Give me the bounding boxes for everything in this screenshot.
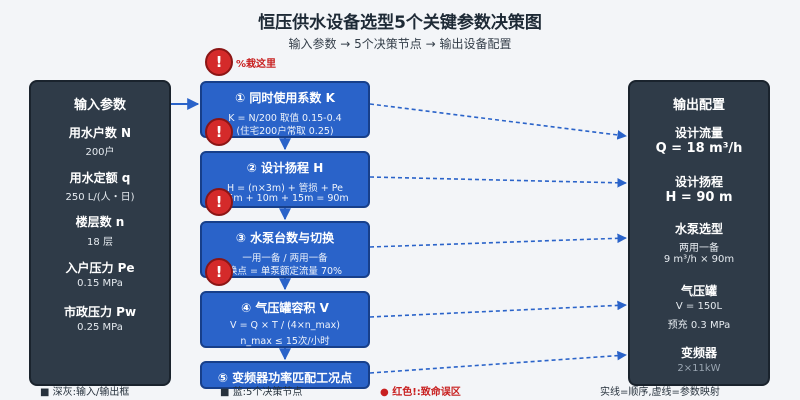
- mapping-arrow-1: [369, 103, 627, 140]
- legend-dark: ■ 深灰:输入/输出框: [40, 387, 130, 398]
- decision-node-5: ⑤ 变频器功率匹配工况点: [200, 361, 370, 389]
- output-label-vfd: 变频器: [680, 346, 717, 360]
- output-value-tank-1: V = 150L: [675, 301, 723, 312]
- input-value-municipal-pressure: 0.25 MPa: [77, 322, 123, 333]
- alert-icon: !: [205, 118, 233, 146]
- output-value-pump-2: 9 m³/h × 90m: [663, 254, 735, 265]
- input-panel: 输入参数 用水户数 N 200户 用水定额 q 250 L/(人・日) 楼层数 …: [29, 80, 171, 386]
- output-value-head: H = 90 m: [665, 190, 733, 205]
- output-value-tank-2: 预充 0.3 MPa: [667, 320, 731, 331]
- node-1-title: ① 同时使用系数 K: [235, 91, 335, 105]
- node-4-title: ④ 气压罐容积 V: [241, 301, 329, 315]
- node-2-title: ② 设计扬程 H: [246, 161, 324, 175]
- output-value-vfd: 2×11kW: [677, 363, 721, 374]
- decision-node-2: ② 设计扬程 H H = (n×3m) + 管损 + Pe 65m + 10m …: [200, 151, 370, 208]
- alert-icon: !: [205, 188, 233, 216]
- legend-blue: ■ 蓝:5个决策节点: [220, 387, 303, 398]
- input-value-floors: 18 层: [87, 237, 113, 248]
- node-3-line-2: 换点 = 单泵额定流量 70%: [227, 266, 343, 277]
- output-value-pump-1: 两用一备: [679, 243, 719, 254]
- input-label-municipal-pressure: 市政压力 Pw: [63, 305, 137, 319]
- input-value-households: 200户: [85, 147, 115, 158]
- decision-node-1: ① 同时使用系数 K K = N/200 取值 0.15-0.4 (住宅200户…: [200, 81, 370, 138]
- output-label-flow: 设计流量: [674, 126, 723, 140]
- node-3-title: ③ 水泵台数与切换: [235, 231, 335, 245]
- legend-lines: 实线=顺序,虚线=参数映射: [600, 387, 720, 398]
- mapping-arrow-3: [369, 233, 627, 248]
- mapping-arrow-4: [369, 300, 627, 318]
- mapping-arrow-2: [369, 176, 627, 188]
- legend-red: ● 红色!:致命误区: [380, 387, 461, 398]
- page-subtitle: 输入参数 → 5个决策节点 → 输出设备配置: [288, 37, 512, 51]
- node-5-title: ⑤ 变频器功率匹配工况点: [217, 371, 353, 385]
- output-label-head: 设计扬程: [674, 175, 723, 189]
- node-1-line-1: K = N/200 取值 0.15-0.4: [228, 113, 342, 124]
- node-1-line-2: (住宅200户常取 0.25): [236, 126, 334, 137]
- mapping-arrow-5: [369, 350, 627, 374]
- alert-note: %栽这里: [236, 59, 277, 70]
- node-4-line-2: n_max ≤ 15次/小时: [240, 336, 330, 347]
- decision-node-4: ④ 气压罐容积 V V = Q × T / (4×n_max) n_max ≤ …: [200, 291, 370, 348]
- input-label-quota: 用水定额 q: [69, 171, 131, 185]
- input-label-entry-pressure: 入户压力 Pe: [65, 261, 135, 275]
- node-4-line-1: V = Q × T / (4×n_max): [230, 320, 340, 331]
- output-panel: 输出配置 设计流量 Q = 18 m³/h 设计扬程 H = 90 m 水泵选型…: [628, 80, 770, 386]
- node-2-line-2: 65m + 10m + 15m = 90m: [221, 193, 349, 204]
- node-2-line-1: H = (n×3m) + 管损 + Pe: [226, 183, 344, 194]
- input-value-entry-pressure: 0.15 MPa: [77, 278, 123, 289]
- output-label-pump: 水泵选型: [674, 222, 723, 236]
- output-label-tank: 气压罐: [680, 284, 717, 298]
- node-3-line-1: 一用一备 / 两用一备: [242, 253, 328, 264]
- input-value-quota: 250 L/(人・日): [65, 192, 135, 203]
- input-label-households: 用水户数 N: [68, 126, 132, 140]
- alert-icon: !: [205, 48, 233, 76]
- decision-node-3: ③ 水泵台数与切换 一用一备 / 两用一备 换点 = 单泵额定流量 70%: [200, 221, 370, 278]
- input-label-floors: 楼层数 n: [75, 215, 125, 229]
- page-title: 恒压供水设备选型5个关键参数决策图: [258, 13, 542, 33]
- output-value-flow: Q = 18 m³/h: [655, 141, 743, 156]
- input-panel-title: 输入参数: [73, 98, 126, 113]
- output-panel-title: 输出配置: [672, 98, 725, 113]
- alert-icon: !: [205, 258, 233, 286]
